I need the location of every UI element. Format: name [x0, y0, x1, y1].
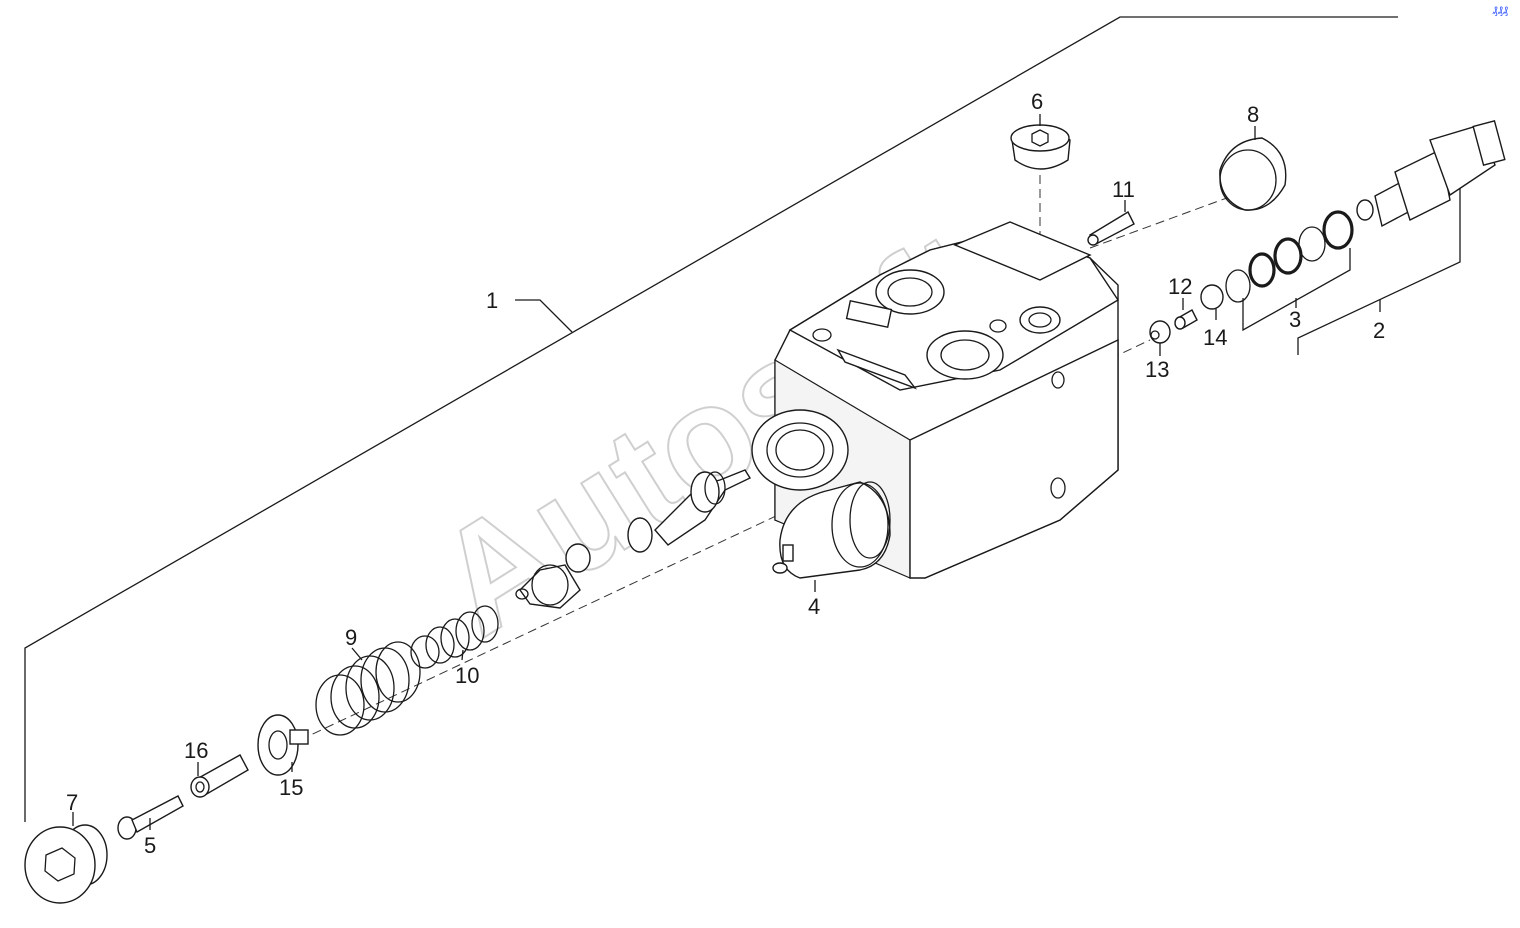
part-15-seat	[257, 714, 309, 776]
leader-10	[461, 649, 464, 661]
main-axis-line	[299, 339, 1151, 741]
callout-15: 15	[279, 775, 303, 800]
part-5-screw	[117, 795, 184, 840]
callout-8: 8	[1247, 102, 1259, 127]
callout-1: 1	[486, 288, 498, 313]
callout-9: 9	[345, 625, 357, 650]
part-3-seals	[1225, 210, 1354, 303]
callout-3: 3	[1289, 307, 1301, 332]
callout-14: 14	[1203, 325, 1227, 350]
leader-1	[515, 299, 573, 333]
part-8-plug	[1219, 137, 1287, 211]
part-14-spring	[1200, 284, 1224, 310]
callout-5: 5	[144, 833, 156, 858]
callout-7: 7	[66, 790, 78, 815]
part-4-cap	[772, 481, 891, 579]
part-2-cartridge	[1356, 119, 1506, 228]
part-13-spring	[1149, 320, 1171, 344]
front-port	[751, 409, 849, 491]
callout-11: 11	[1112, 177, 1135, 202]
axis-8	[1089, 194, 1236, 249]
callout-2: 2	[1373, 318, 1385, 343]
part-10-spring	[410, 605, 499, 669]
callout-10: 10	[455, 663, 479, 688]
callout-6: 6	[1031, 89, 1043, 114]
assembly-bracket-line	[24, 16, 1398, 822]
callout-12: 12	[1168, 274, 1192, 299]
part-9-spring	[315, 641, 421, 736]
callout-13: 13	[1145, 357, 1169, 382]
callout-16: 16	[184, 738, 208, 763]
callout-4: 4	[808, 594, 820, 619]
part-7-plug	[24, 824, 108, 904]
part-6-plug	[1010, 124, 1071, 170]
bracket-2	[1297, 175, 1461, 355]
part-12-poppet	[1174, 309, 1198, 330]
corner-mark: ₰₰₰	[1492, 6, 1508, 17]
part-16-sleeve	[190, 754, 249, 798]
leader-9	[351, 647, 363, 661]
part-11-pin	[1087, 211, 1135, 246]
spool-assembly	[515, 469, 752, 609]
